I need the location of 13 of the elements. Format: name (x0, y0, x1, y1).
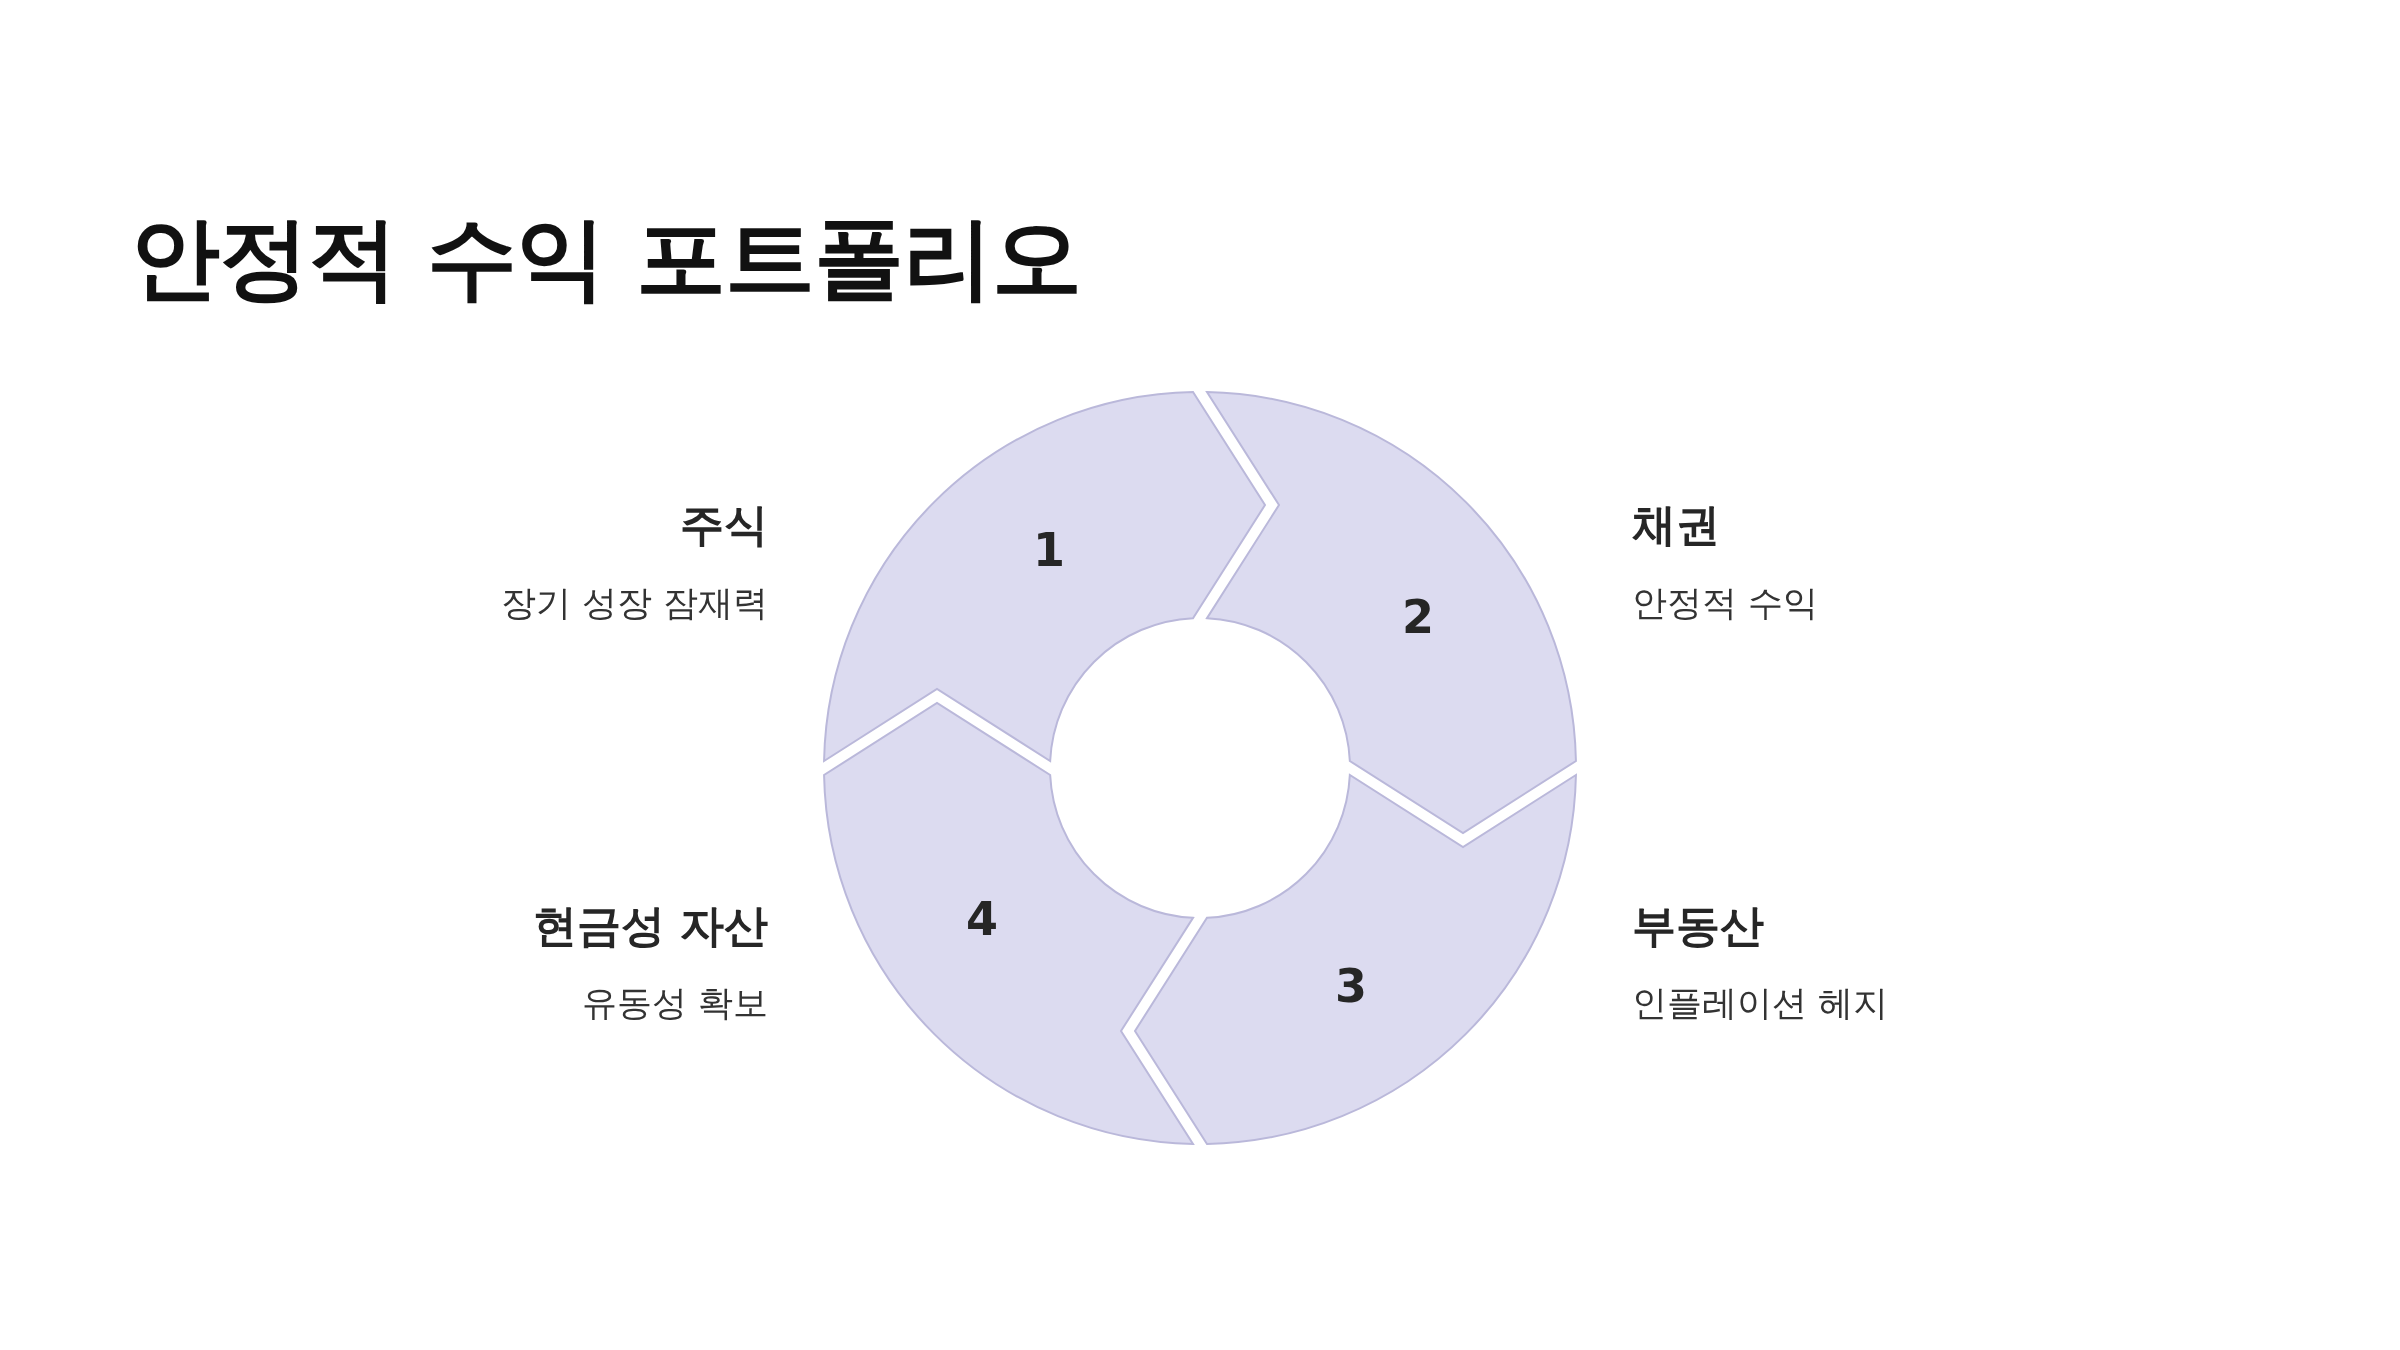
category-description: 안정적 수익 (1632, 582, 1819, 624)
category-description: 유동성 확보 (581, 982, 768, 1024)
title: 안정적 수익 포트폴리오 (130, 204, 1081, 312)
step-number: 4 (966, 896, 998, 942)
category-heading: 현금성 자산 (532, 899, 768, 953)
category-description: 인플레이션 헤지 (1632, 982, 1889, 1024)
category-heading: 채권 (1632, 498, 1720, 552)
category-description: 장기 성장 잠재력 (500, 582, 768, 624)
step-number: 1 (1033, 527, 1065, 573)
category-heading: 부동산 (1632, 899, 1764, 953)
step-number: 2 (1402, 594, 1434, 640)
category-heading: 주식 (680, 498, 768, 552)
step-number: 3 (1335, 963, 1367, 1009)
